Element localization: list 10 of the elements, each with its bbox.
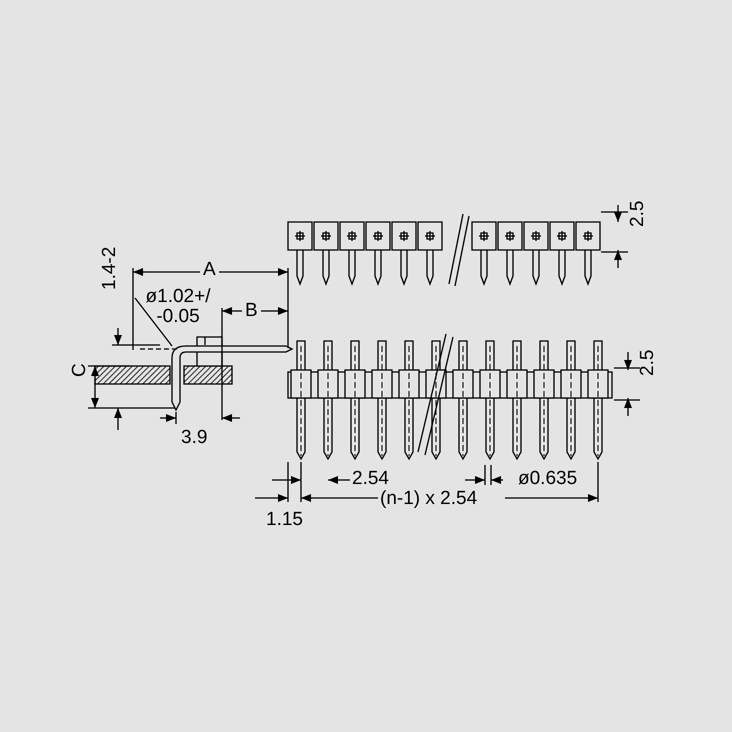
dimension-value: 2.5 — [628, 200, 648, 227]
dimension-value: 2.5 — [638, 350, 658, 376]
tolerance-note: ø1.02+/ -0.05 — [144, 287, 212, 327]
dimension-value: (n-1) x 2.54 — [380, 489, 478, 509]
dimension-value: ø0.635 — [518, 469, 578, 489]
dimension-value: 2.54 — [352, 469, 389, 489]
dimension-value: 1.4-2 — [100, 246, 120, 290]
dimension-value: 3.9 — [181, 428, 208, 448]
dimension-letter: C — [70, 363, 90, 377]
dimension-value: 1.15 — [266, 510, 303, 530]
